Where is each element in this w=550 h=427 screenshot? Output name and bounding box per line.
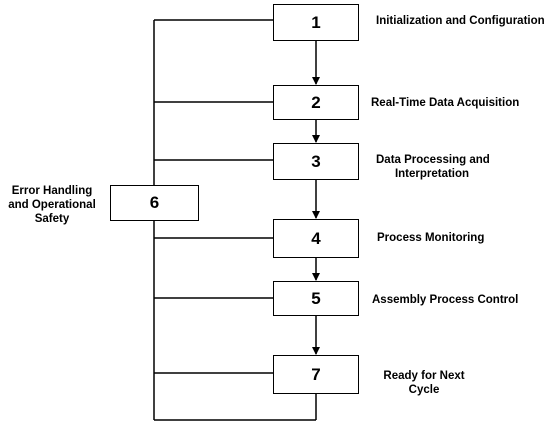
- step-5-number: 5: [311, 288, 321, 308]
- step-2-box: 2: [273, 85, 359, 120]
- step-1-label: Initialization and Configuration: [376, 15, 545, 27]
- step-7-number: 7: [311, 364, 321, 384]
- step-7-label: Ready for Next Cycle: [383, 370, 465, 396]
- step-1-box: 1: [273, 4, 359, 41]
- step-5-box: 5: [273, 281, 359, 316]
- step-1-number: 1: [311, 12, 321, 32]
- step-2-number: 2: [311, 92, 321, 112]
- step-6-label: Error Handling and Operational Safety: [8, 185, 96, 225]
- step-3-number: 3: [311, 151, 321, 171]
- step-4-box: 4: [273, 219, 359, 258]
- step-7-box: 7: [273, 355, 359, 394]
- step-2-label: Real-Time Data Acquisition: [371, 97, 520, 109]
- step-3-label: Data Processing and Interpretation: [376, 154, 490, 180]
- step-6-number: 6: [149, 193, 160, 212]
- step-6-box: 6: [110, 185, 199, 221]
- step-4-label: Process Monitoring: [377, 232, 485, 244]
- step-4-number: 4: [311, 228, 321, 248]
- step-3-box: 3: [273, 143, 359, 180]
- step-5-label: Assembly Process Control: [372, 294, 519, 306]
